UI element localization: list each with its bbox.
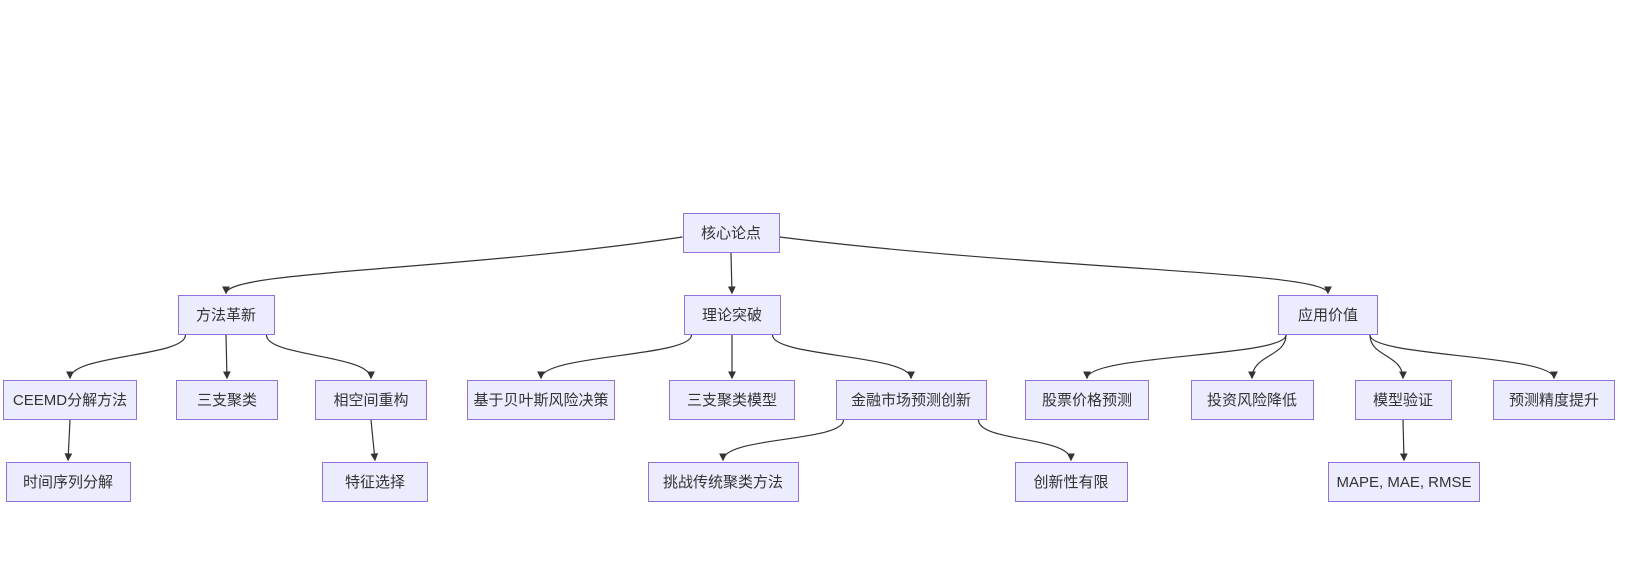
- diagram-node-accuracy: 预测精度提升: [1493, 380, 1615, 420]
- diagram-node-challenge: 挑战传统聚类方法: [647, 462, 799, 502]
- diagram-node-fin-innovation: 金融市场预测创新: [835, 380, 987, 420]
- edge-phase-space-feature-sel: [370, 419, 379, 462]
- diagram-node-limited-novelty: 创新性有限: [1014, 462, 1128, 502]
- edge-theory-fin-innovation: [771, 334, 915, 380]
- diagram-node-phase-space: 相空间重构: [315, 380, 427, 420]
- diagram-node-risk-reduce: 投资风险降低: [1190, 380, 1314, 420]
- diagram-node-method: 方法革新: [177, 295, 275, 335]
- edge-application-accuracy: [1369, 334, 1558, 380]
- edge-ceemd-ts-decomp: [64, 419, 73, 462]
- edge-root-method: [222, 236, 683, 295]
- edge-method-phase-space: [265, 334, 375, 380]
- edge-application-model-valid: [1369, 334, 1407, 380]
- edge-theory-bayes: [537, 334, 693, 380]
- diagram-node-feature-sel: 特征选择: [322, 462, 428, 502]
- edge-model-valid-metrics: [1399, 419, 1408, 462]
- diagram-node-ts-decomp: 时间序列分解: [5, 462, 131, 502]
- diagram-node-root: 核心论点: [682, 213, 780, 253]
- diagram-node-metrics: MAPE, MAE, RMSE: [1328, 462, 1480, 502]
- diagram-node-stock-pred: 股票价格预测: [1025, 380, 1149, 420]
- diagram-node-bayes: 基于贝叶斯风险决策: [467, 380, 615, 420]
- edge-application-stock-pred: [1083, 334, 1287, 380]
- diagram-node-twc-model: 三支聚类模型: [669, 380, 795, 420]
- edge-method-three-way: [222, 334, 231, 380]
- edge-root-application: [779, 236, 1332, 295]
- diagram-node-theory: 理论突破: [683, 295, 781, 335]
- edge-application-risk-reduce: [1248, 334, 1287, 380]
- diagram-node-application: 应用价值: [1278, 295, 1378, 335]
- diagram-node-ceemd: CEEMD分解方法: [3, 380, 137, 420]
- edge-root-theory: [727, 252, 736, 295]
- edge-fin-innovation-challenge: [719, 419, 845, 462]
- diagram-node-three-way: 三支聚类: [176, 380, 278, 420]
- edge-fin-innovation-limited-novelty: [977, 419, 1075, 462]
- diagram-node-model-valid: 模型验证: [1354, 380, 1452, 420]
- edge-method-ceemd: [66, 334, 187, 380]
